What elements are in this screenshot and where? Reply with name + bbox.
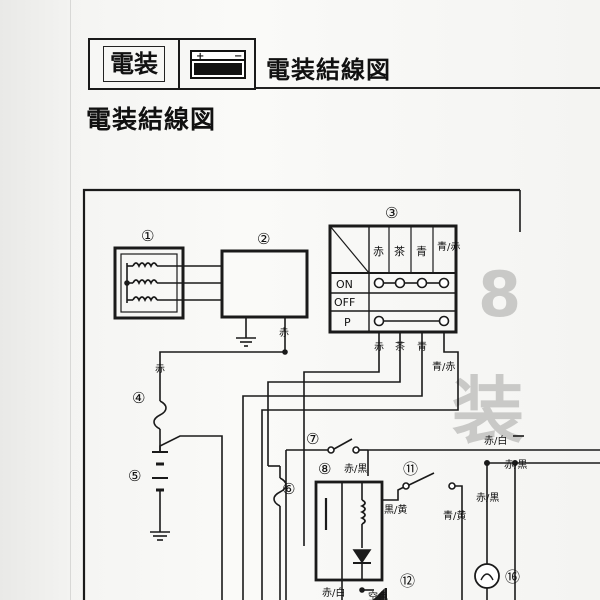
section-title: 電装結線図 xyxy=(86,105,217,134)
switch-col-ao-aka: 青/赤 xyxy=(437,240,460,253)
switch-row-off: OFF xyxy=(334,296,355,309)
component-number-7: ⑦ xyxy=(306,430,319,448)
relay-box xyxy=(314,480,384,582)
switch-col-aka: 赤 xyxy=(373,245,384,258)
wire-label-aka-kuro-relay: 赤/黒 xyxy=(344,463,367,475)
wire-label-aka-kuro-lower: 赤/黒 xyxy=(476,492,499,504)
wire-label-aka-shiro-lower: 赤/白 xyxy=(322,586,345,599)
diagram-frame xyxy=(82,188,520,600)
wire-label-kuu: 空色 xyxy=(368,590,388,600)
svg-text:+: + xyxy=(196,51,204,62)
svg-text:−: − xyxy=(234,51,242,62)
component-number-11: ⑪ xyxy=(403,460,418,478)
ghost-digit: 8 xyxy=(478,258,522,331)
component-number-4: ④ xyxy=(132,389,145,407)
wire-label-aka-regulator: 赤 xyxy=(279,327,289,339)
wire-label-kuro-ki: 黒/黄 xyxy=(384,503,407,516)
wire-label-ao-switch: 青 xyxy=(417,340,427,353)
switch-row-p: P xyxy=(344,316,351,329)
component-number-2: ② xyxy=(257,230,270,248)
component-number-1: ① xyxy=(141,227,154,245)
page-binding-edge xyxy=(0,0,71,600)
ghost-kanji: 装 xyxy=(452,369,525,453)
wire-label-aka-kuro-right: 赤/黒 xyxy=(504,459,527,471)
component-number-12: ⑫ xyxy=(400,572,415,590)
wire-label-aka-switch: 赤 xyxy=(374,341,384,353)
header-category-label: 電装 xyxy=(103,46,165,82)
switch-col-cha: 茶 xyxy=(394,245,405,258)
switch-col-ao: 青 xyxy=(416,245,427,258)
component-number-3: ③ xyxy=(385,204,398,222)
header-category: 電装 xyxy=(90,40,180,88)
component-number-16: ⑯ xyxy=(505,568,520,586)
header-title: 電装結線図 xyxy=(266,56,391,84)
component-number-5: ⑤ xyxy=(128,467,141,485)
wire-label-ao-aka-switch: 青/赤 xyxy=(432,360,455,373)
component-number-8: ⑧ xyxy=(318,460,331,478)
key-switch-table xyxy=(328,224,458,334)
switch-row-on: ON xyxy=(336,278,353,291)
section-header-box: 電装 + − xyxy=(88,38,256,90)
regulator-box xyxy=(220,249,309,319)
wire-label-cha-switch: 茶 xyxy=(395,340,405,353)
wire-label-aka-fuse: 赤 xyxy=(155,363,165,375)
component-number-6: ⑥ xyxy=(282,480,295,498)
wire-label-aka-shiro-right: 赤/白 xyxy=(484,434,507,447)
header-rule xyxy=(256,87,600,89)
battery-icon: + − xyxy=(190,50,246,79)
wire-label-ao-ki: 青/黄 xyxy=(443,509,466,522)
